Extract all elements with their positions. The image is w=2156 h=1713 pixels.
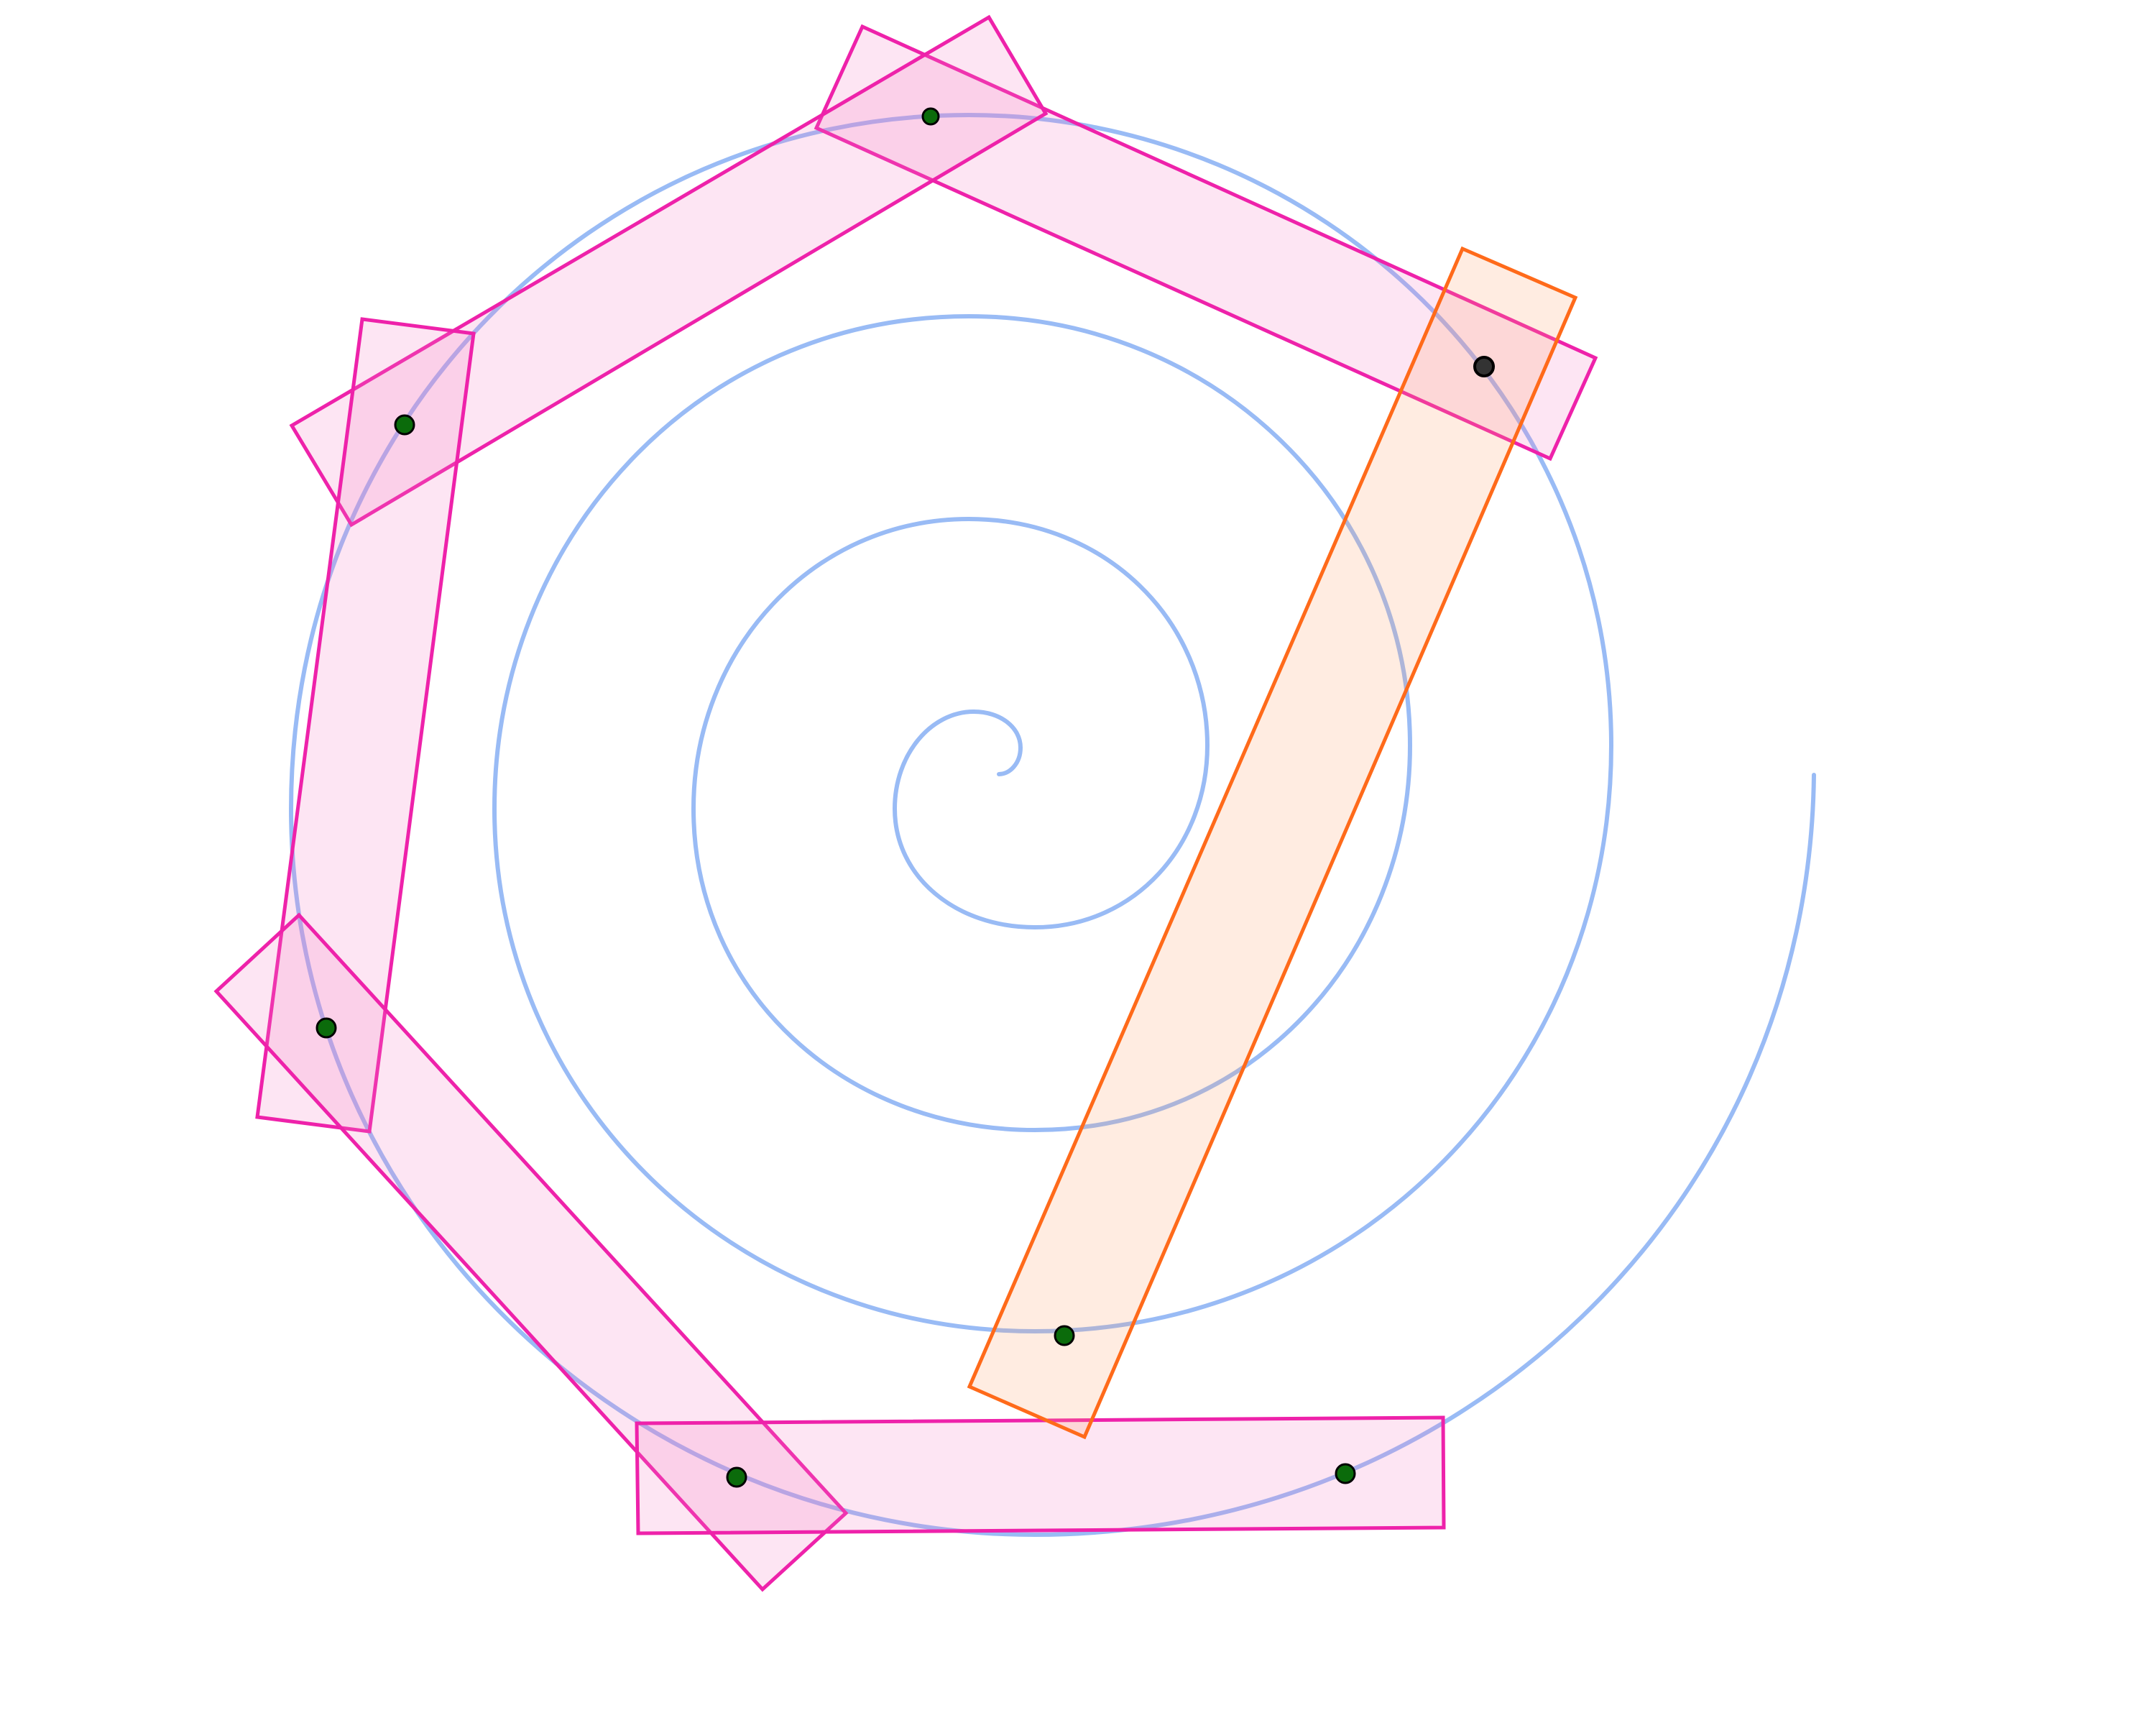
- pink-bar-top-left[interactable]: [289, 14, 1049, 528]
- point-left[interactable]: [315, 1017, 337, 1039]
- point-bottom-left[interactable]: [726, 1466, 747, 1488]
- point-top[interactable]: [921, 107, 940, 126]
- pink-bar-bottom-left[interactable]: [213, 912, 849, 1592]
- point-upper-left[interactable]: [394, 414, 415, 436]
- spiral-points: [315, 107, 1495, 1488]
- point-lower-middle[interactable]: [1054, 1325, 1075, 1346]
- spiral-curve[interactable]: [288, 112, 1816, 1538]
- pink-bar-bottom[interactable]: [635, 1415, 1446, 1535]
- point-top-right-highlighted[interactable]: [1473, 356, 1495, 377]
- pink-bars: [213, 14, 1598, 1592]
- point-bottom-right[interactable]: [1335, 1463, 1356, 1484]
- orange-bar[interactable]: [967, 246, 1578, 1440]
